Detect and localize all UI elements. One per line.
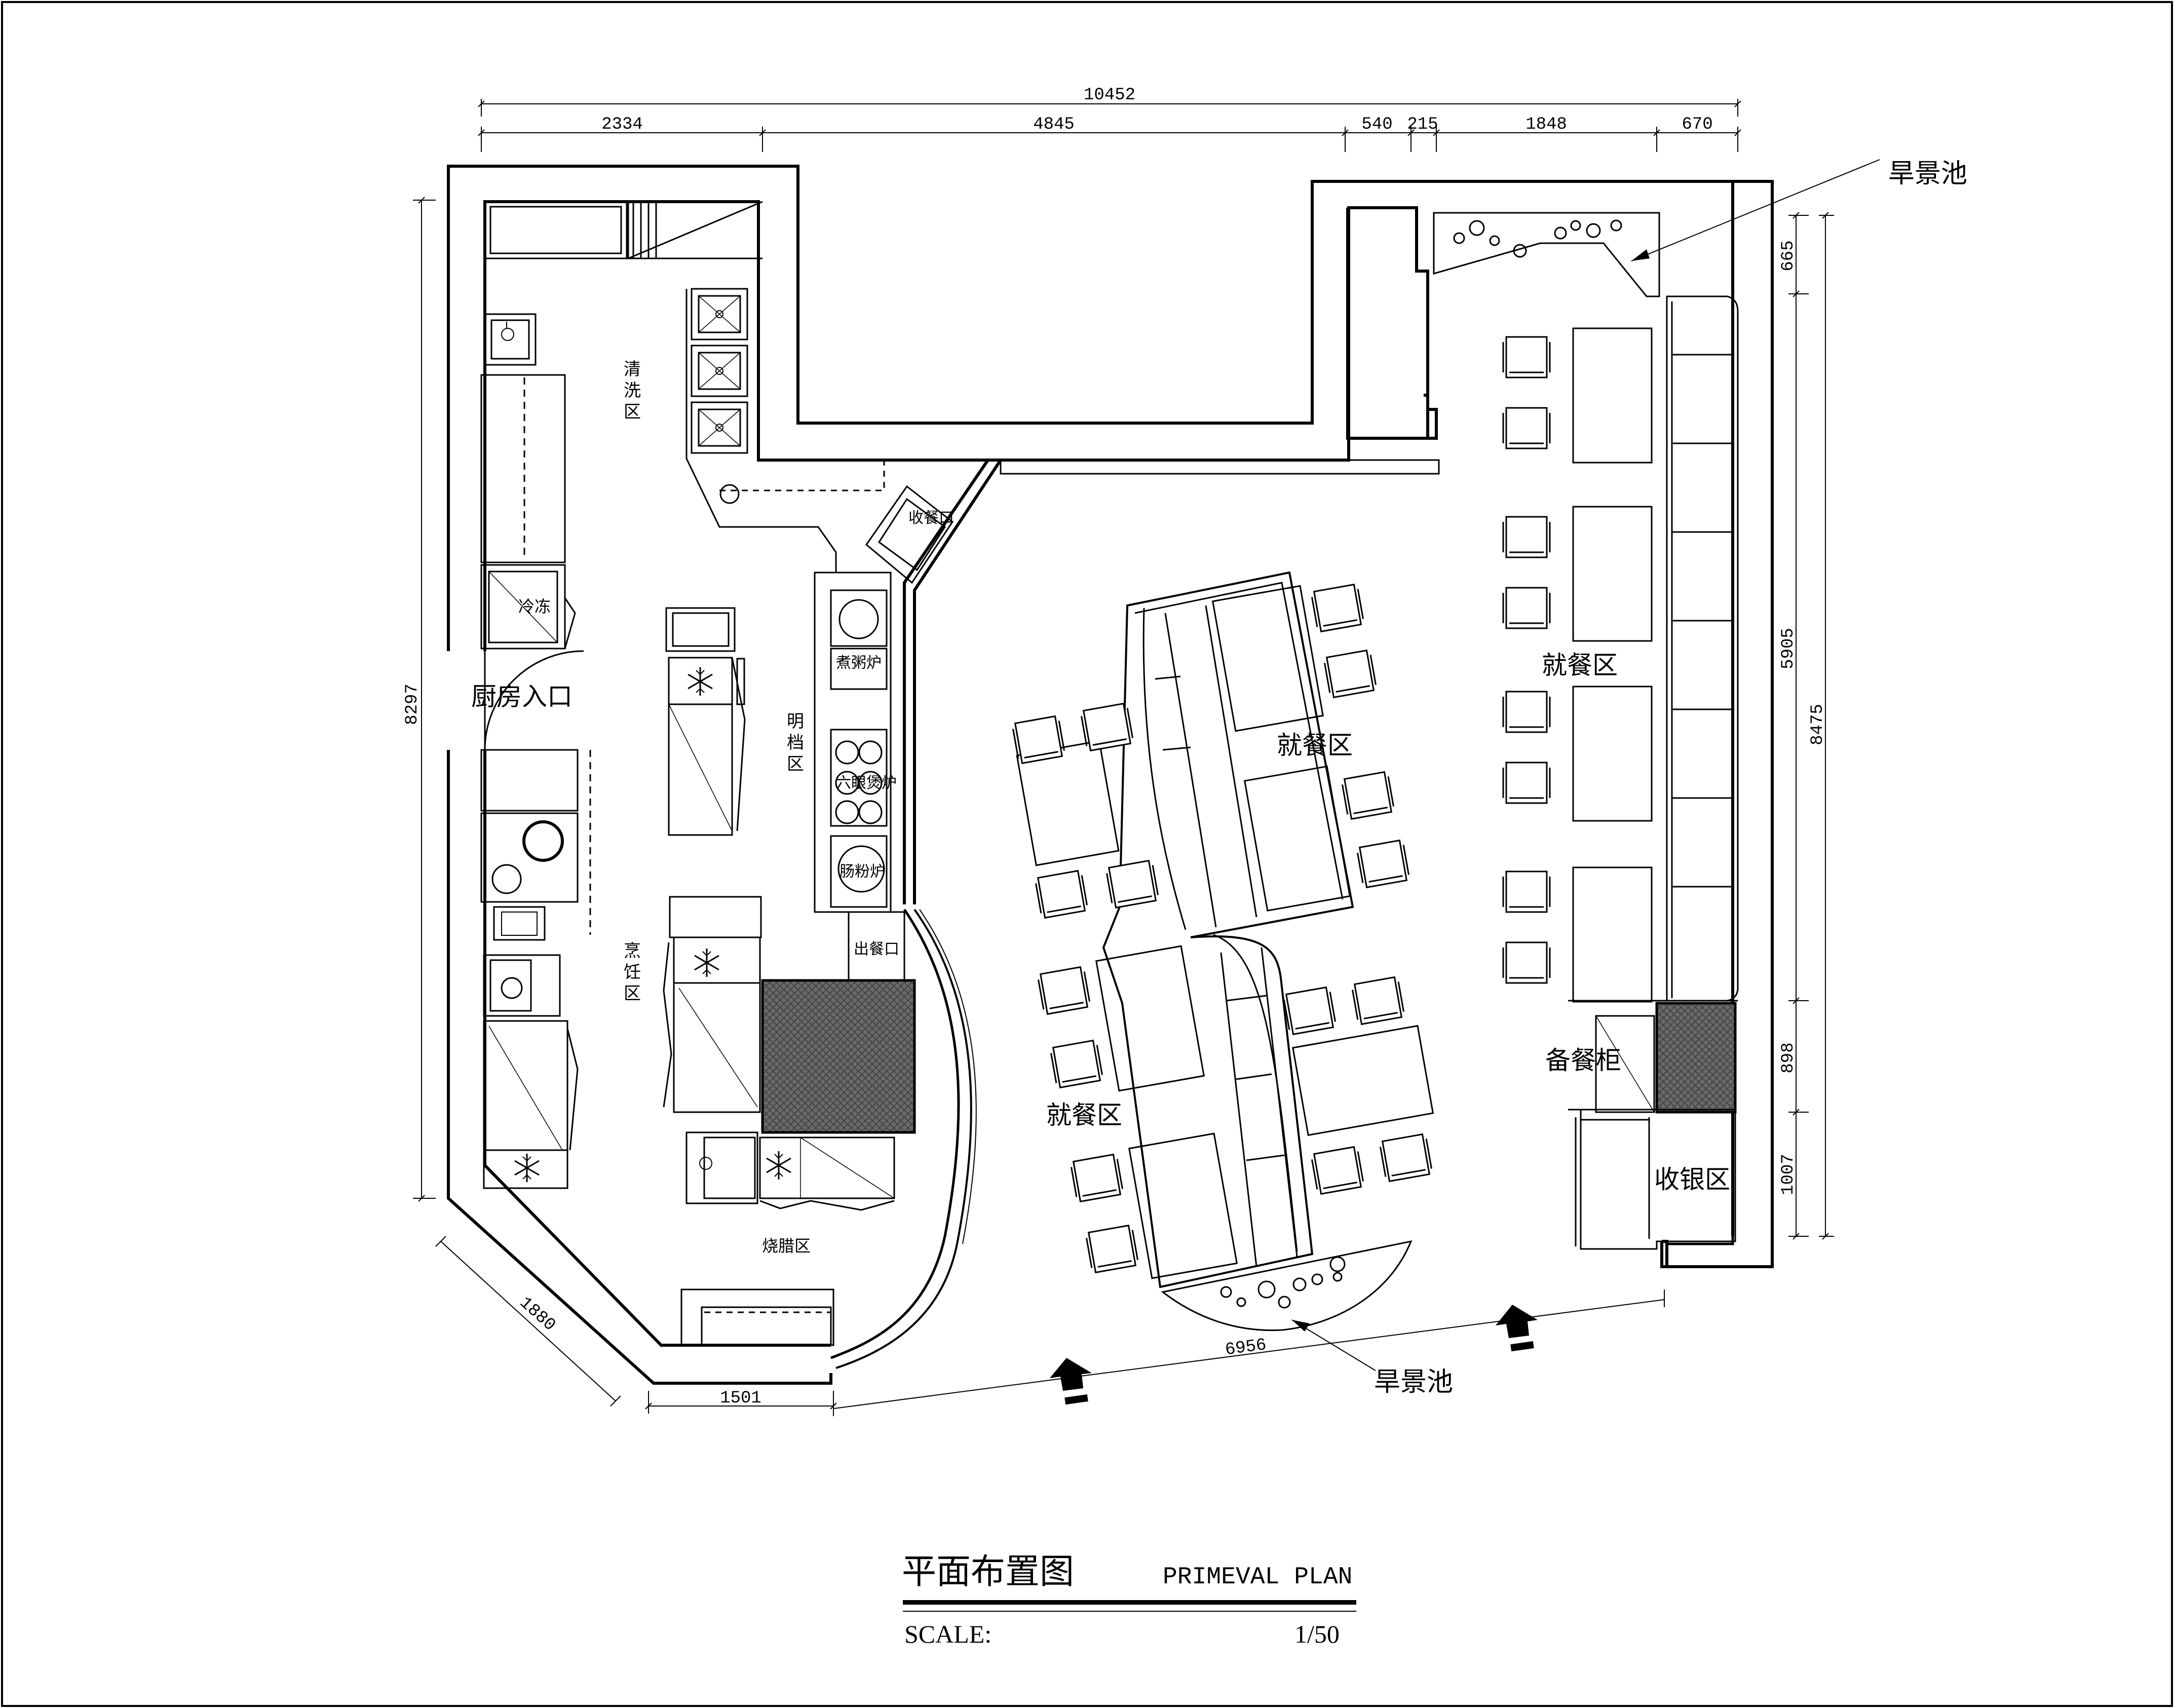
label-pickup-window: 收餐口 [908,509,954,527]
label-wash-zone-1: 清 [624,359,641,379]
dining-tables [1016,295,1739,1279]
label-cook-zone-1: 烹 [624,941,641,961]
label-cook-zone-3: 区 [624,983,641,1004]
dim-top-3: 540 [1361,115,1392,134]
label-side-cabinet: 备餐柜 [1545,1046,1621,1075]
fridge-snow-icon [514,1153,540,1183]
dim-top-overall: 10452 [1084,86,1135,105]
dining-labels: 就餐区 就餐区 就餐区 备餐柜 收银区 旱景池 旱景池 [1046,159,1967,1397]
dim-top-5: 1848 [1525,115,1567,134]
leader-arrow [1631,249,1650,261]
dim-top-6: 670 [1682,115,1712,134]
partition [1000,459,1440,475]
kitchen-fixtures [480,201,954,1346]
dim-top-2: 4845 [1033,115,1075,134]
label-roast-zone: 烧腊区 [762,1236,811,1256]
fridge-snow-icon [687,666,713,697]
label-freezer: 冷冻 [518,597,551,616]
label-cook-zone-2: 饪 [624,962,641,982]
label-six-burner: 六眼煲炉 [836,774,897,792]
label-open-stall-3: 区 [787,754,804,774]
dimension-lines [413,99,1834,1416]
title-cn: 平面布置图 [902,1552,1074,1592]
scale-value: 1/50 [1294,1620,1340,1648]
dim-right-2: 5905 [1779,628,1798,669]
title-block: 平面布置图 PRIMEVAL PLAN SCALE: 1/50 [902,1552,1356,1648]
label-dining-zone-center: 就餐区 [1277,731,1353,760]
fridge-snow-icon [694,947,720,978]
dry-pond-top [1433,212,1660,297]
label-cashier: 收银区 [1654,1165,1730,1194]
dim-right-4: 1007 [1779,1154,1798,1195]
leader-arrow [1292,1320,1310,1332]
label-porridge-stove: 煮粥炉 [836,654,882,672]
faucet-icon [501,322,712,1170]
kitchen-door [484,650,584,750]
dim-top-1: 2334 [601,115,643,134]
curved-wall [830,908,960,1359]
label-wash-zone-3: 区 [624,402,641,422]
label-noodle-stove: 肠粉炉 [840,863,885,881]
label-wash-zone-2: 洗 [624,381,641,401]
scale-label: SCALE: [904,1620,991,1648]
dry-pond-bottom [1161,1240,1413,1332]
leader-line-top [1631,159,1880,261]
dim-right-3: 898 [1779,1042,1798,1073]
title-underline [903,1600,1356,1605]
label-open-stall-1: 明 [787,711,804,732]
column-2 [1655,1002,1737,1114]
column-1 [761,979,916,1134]
label-serve-window: 出餐口 [854,940,899,958]
dining-chairs [1011,336,1551,1274]
label-kitchen-entrance: 厨房入口 [471,682,573,711]
label-dining-zone-right: 就餐区 [1542,651,1618,680]
dim-bottom-long: 6956 [1224,1336,1268,1360]
label-dry-pond-bottom: 旱景池 [1374,1367,1453,1397]
label-open-stall-2: 档 [787,733,804,753]
dim-left: 8297 [403,684,422,725]
kitchen-labels: 清 洗 区 冷冻 厨房入口 烹 饪 区 明 档 区 煮粥炉 六眼煲炉 肠粉炉 收… [471,359,954,1256]
label-dining-zone-left: 就餐区 [1046,1100,1122,1130]
dim-right-overall: 8475 [1808,704,1827,745]
dim-bottom-left: 1501 [720,1389,761,1408]
label-dry-pond-top: 旱景池 [1888,159,1967,189]
center-booth [1102,571,1354,1288]
dim-right-1: 665 [1779,240,1798,271]
dim-top-4: 215 [1407,115,1438,134]
fridge-snow-icon [766,1150,792,1181]
entrance-arrow-icon [1050,1305,1538,1405]
title-en: PRIMEVAL PLAN [1163,1564,1352,1591]
